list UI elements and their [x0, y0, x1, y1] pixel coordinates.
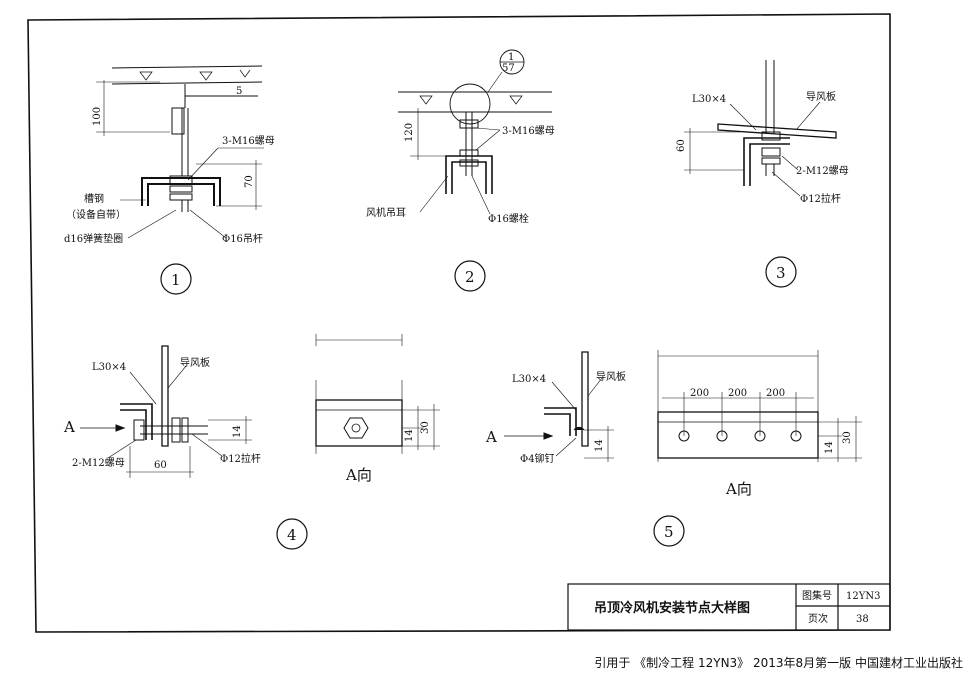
detail-2-ref-top: 1 — [508, 52, 514, 63]
detail-4-angle-label: L30×4 — [92, 362, 126, 373]
detail-1-dim-70: 70 — [244, 175, 255, 188]
detail-1 — [96, 65, 264, 295]
atlas-label: 图集号 — [802, 589, 832, 602]
detail-4-number: 4 — [287, 526, 297, 544]
detail-3-rod-label: Φ12拉杆 — [800, 192, 841, 205]
detail-1-channel-label: 槽钢 — [84, 192, 104, 205]
detail-2-number: 2 — [465, 268, 475, 286]
detail-5-view-label: A向 — [725, 480, 752, 498]
detail-2 — [398, 49, 552, 292]
detail-3-dim-60: 60 — [676, 139, 687, 152]
detail-1-rod-label: Φ16吊杆 — [222, 233, 263, 245]
detail-5-angle-label: L30×4 — [512, 374, 546, 385]
detail-5 — [504, 351, 685, 547]
detail-4-dim-60: 60 — [154, 460, 167, 471]
detail-4-view-dim-30: 30 — [420, 421, 431, 434]
detail-4-guide-label: 导风板 — [180, 356, 210, 369]
detail-4-dim-14: 14 — [232, 425, 243, 438]
detail-5-view-dim-14: 14 — [824, 441, 835, 454]
detail-5-pitch-2: 200 — [728, 388, 747, 399]
page-value: 38 — [856, 614, 869, 625]
detail-4-a-view — [315, 334, 440, 454]
detail-5-number: 5 — [664, 523, 674, 541]
atlas-value: 12YN3 — [846, 591, 880, 602]
detail-3 — [684, 60, 837, 288]
detail-5-pitch-3: 200 — [766, 388, 785, 399]
detail-2-nut-label: 3-M16螺母 — [502, 125, 555, 137]
detail-4-nut-label: 2-M12螺母 — [72, 457, 125, 469]
detail-2-lug-label: 风机吊耳 — [366, 206, 406, 219]
detail-1-dim-100: 100 — [92, 107, 103, 126]
detail-3-guide-label: 导风板 — [806, 90, 836, 103]
drawing-frame — [27, 13, 891, 633]
detail-1-channel-note: （设备自带） — [66, 208, 126, 221]
title-block — [567, 583, 891, 631]
detail-1-dim-5: 5 — [236, 86, 242, 97]
detail-1-washer-label: d16弹簧垫圈 — [64, 232, 123, 245]
detail-3-angle-label: L30×4 — [692, 94, 726, 105]
detail-4-arrow-a: A — [63, 418, 75, 436]
detail-2-ref-bottom: 57 — [502, 63, 515, 74]
detail-5-view-dim-30: 30 — [842, 431, 853, 444]
detail-2-bolt-label: Φ16螺栓 — [488, 212, 529, 225]
detail-5-pitch-1: 200 — [690, 388, 709, 399]
detail-5-rivet-label: Φ4铆钉 — [520, 452, 555, 465]
detail-4 — [80, 345, 308, 550]
detail-2-dim-120: 120 — [404, 123, 415, 142]
detail-5-guide-label: 导风板 — [596, 370, 626, 383]
detail-5-arrow-a: A — [485, 428, 497, 446]
drawing-title: 吊顶冷风机安装节点大样图 — [594, 600, 750, 616]
detail-5-a-view — [657, 350, 862, 462]
detail-1-nut-label: 3-M16螺母 — [222, 135, 275, 147]
detail-3-number: 3 — [776, 264, 786, 282]
page-label: 页次 — [808, 612, 828, 625]
detail-4-rod-label: Φ12拉杆 — [220, 452, 261, 465]
detail-4-view-dim-14: 14 — [404, 429, 415, 442]
detail-4-view-label: A向 — [345, 466, 372, 484]
detail-3-nut-label: 2-M12螺母 — [796, 165, 849, 177]
detail-5-dim-14: 14 — [594, 439, 605, 452]
detail-1-number: 1 — [171, 271, 181, 289]
source-caption: 引用于 《制冷工程 12YN3》 2013年8月第一版 中国建材工业出版社 — [594, 656, 963, 670]
